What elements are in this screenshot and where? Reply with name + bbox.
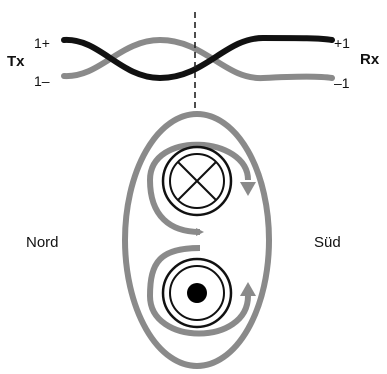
south-label: Süd	[314, 234, 341, 251]
north-label: Nord	[26, 234, 59, 251]
upper-field-arrowhead	[240, 182, 256, 196]
rx-label: Rx	[360, 51, 380, 68]
tx-label: Tx	[7, 53, 25, 70]
tx-negative-label: 1–	[34, 73, 50, 89]
gray-wire	[61, 36, 335, 82]
rx-positive-label: +1	[334, 35, 350, 51]
upper-field-arrow	[146, 141, 251, 236]
outer-field-loop	[122, 111, 272, 369]
conductor-out-of-page	[161, 257, 233, 329]
rx-negative-label: –1	[334, 75, 350, 91]
lower-field-arrowhead	[240, 282, 256, 296]
tx-positive-label: 1+	[34, 35, 50, 51]
lower-field-arrow	[146, 245, 251, 337]
conductor-into-page	[161, 145, 233, 217]
black-wire	[61, 34, 335, 82]
